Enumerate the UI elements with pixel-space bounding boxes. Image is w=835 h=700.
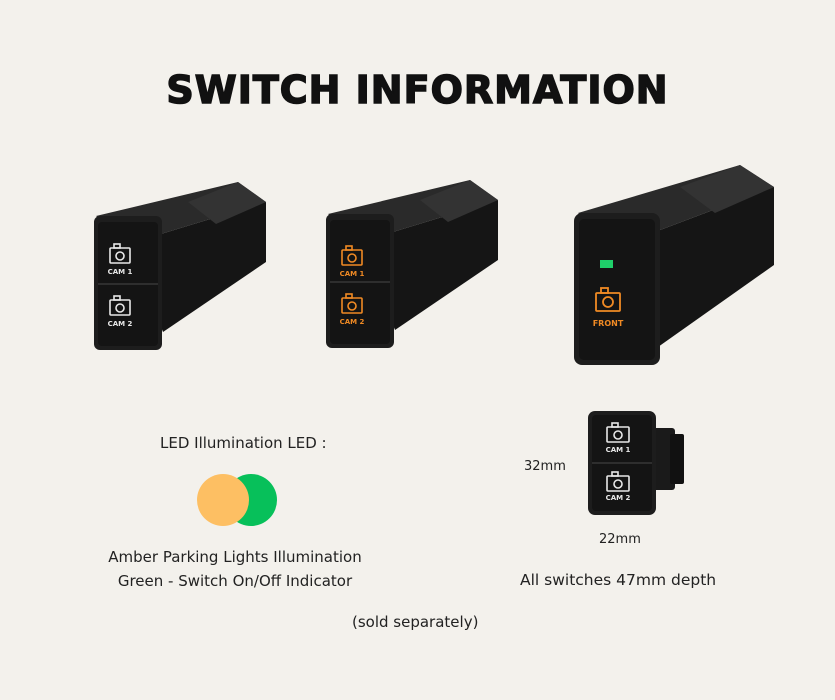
led-color-swatches — [197, 474, 279, 528]
page-title: SWITCH INFORMATION — [166, 67, 669, 113]
depth-text: All switches 47mm depth — [520, 571, 717, 589]
switch-label: CAM 2 — [340, 318, 365, 326]
camera-icon — [606, 422, 630, 443]
switch-label: CAM 1 — [606, 446, 631, 454]
camera-icon — [606, 471, 630, 492]
switch-front: FRONT — [574, 165, 774, 365]
camera-icon — [109, 295, 131, 316]
led-label: LED Illumination LED : — [160, 434, 327, 452]
switch-label: CAM 1 — [108, 268, 133, 276]
switch-label: CAM 1 — [340, 270, 365, 278]
amber-description: Amber Parking Lights Illumination — [108, 548, 362, 566]
footnote: (sold separately) — [352, 613, 479, 631]
camera-icon — [341, 293, 363, 314]
switch-label: FRONT — [593, 319, 624, 328]
width-dimension: 22mm — [599, 532, 641, 547]
amber-led-swatch — [197, 474, 249, 526]
camera-icon — [341, 245, 363, 266]
switch-label: CAM 2 — [108, 320, 133, 328]
indicator-light — [600, 260, 613, 268]
camera-icon — [109, 243, 131, 264]
switch-label: CAM 2 — [606, 494, 631, 502]
camera-icon — [595, 287, 621, 312]
switch-cam-amber: CAM 1 CAM 2 — [326, 180, 498, 348]
green-description: Green - Switch On/Off Indicator — [117, 572, 353, 590]
height-dimension: 32mm — [524, 459, 566, 474]
switch-dimension-view: CAM 1 CAM 2 — [588, 411, 684, 515]
switch-cam-white: CAM 1 CAM 2 — [94, 182, 266, 350]
